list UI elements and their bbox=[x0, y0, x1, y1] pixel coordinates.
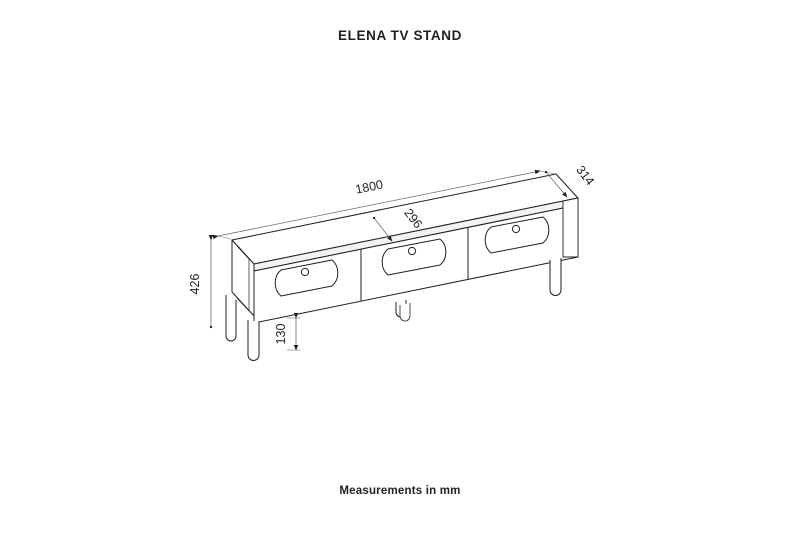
dimline-depth-314 bbox=[544, 170, 568, 198]
dimension-label-height: 426 bbox=[188, 274, 202, 295]
left-side-panel-inner-line bbox=[236, 245, 250, 312]
page-title: ELENA TV STAND bbox=[338, 28, 462, 43]
leg-front-left bbox=[247, 320, 260, 361]
dimline-topdepth-296 bbox=[372, 216, 393, 242]
dimline-width-1800 bbox=[212, 169, 541, 240]
dimension-annotations bbox=[208, 169, 568, 351]
dimension-label-leg-height: 130 bbox=[274, 324, 288, 345]
door-knob-middle bbox=[407, 246, 417, 256]
door-knob-left bbox=[300, 267, 310, 277]
dimension-label-width: 1800 bbox=[354, 177, 384, 196]
measurement-unit-note: Measurements in mm bbox=[339, 485, 461, 497]
door-knob-right bbox=[511, 224, 521, 234]
leg-back-right bbox=[549, 258, 562, 296]
leg-front-middle bbox=[399, 303, 411, 322]
dimension-label-depth: 314 bbox=[573, 163, 597, 188]
extline-width-left bbox=[217, 235, 232, 240]
door-panel-left-outline bbox=[274, 259, 339, 297]
right-end-panel bbox=[562, 197, 579, 258]
leg-back-left bbox=[225, 295, 237, 342]
